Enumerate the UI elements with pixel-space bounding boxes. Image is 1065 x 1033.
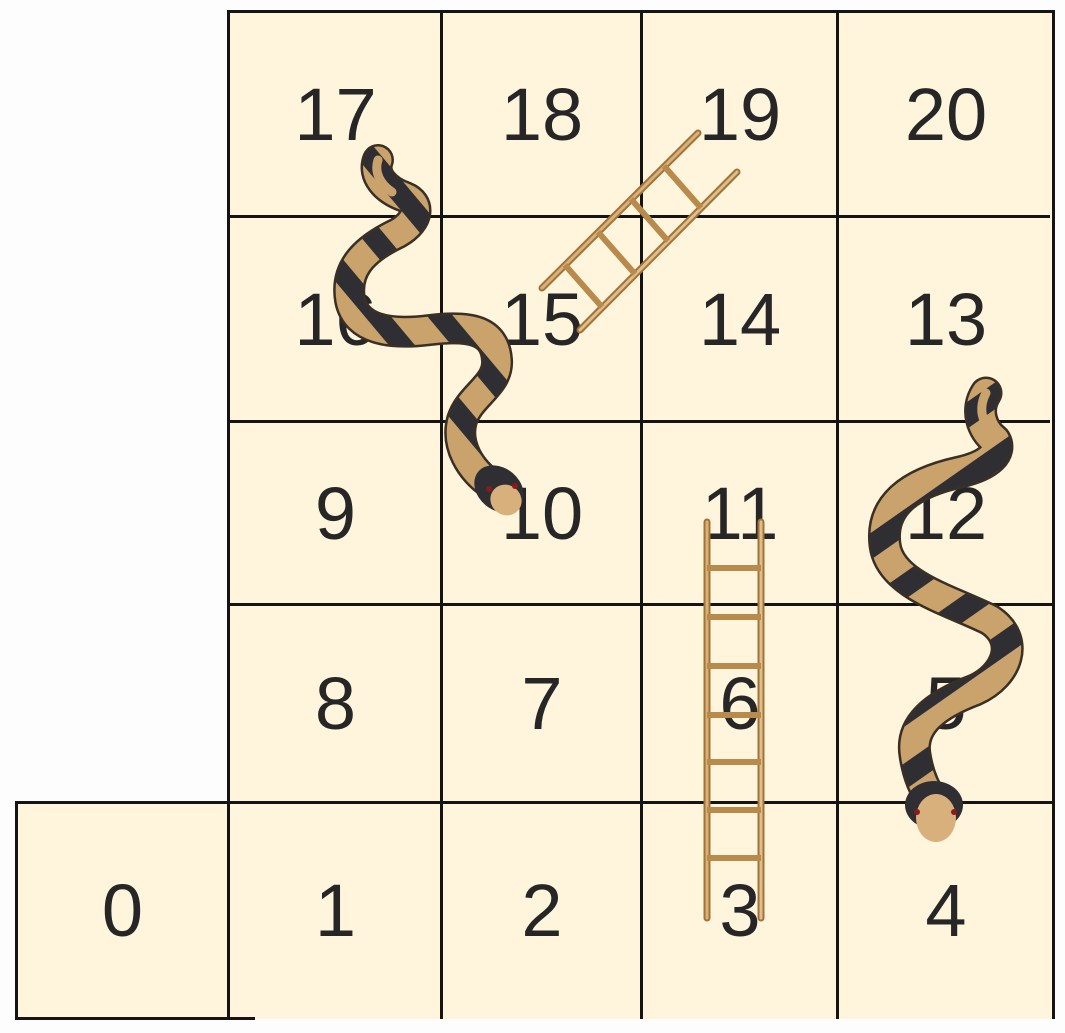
board-cell-0[interactable]: 0 bbox=[16, 803, 229, 1019]
board-cell-7[interactable]: 7 bbox=[442, 605, 642, 803]
board-cell-14[interactable]: 14 bbox=[642, 217, 838, 422]
cell-number: 16 bbox=[294, 277, 377, 361]
board-cell-20[interactable]: 20 bbox=[838, 12, 1054, 217]
board-cell-13[interactable]: 13 bbox=[838, 217, 1054, 422]
cell-number: 19 bbox=[698, 72, 782, 156]
cell-number: 8 bbox=[314, 662, 357, 745]
grid-line bbox=[440, 10, 443, 1019]
board-cell-8[interactable]: 8 bbox=[229, 605, 442, 803]
board-cell-15[interactable]: 15 bbox=[442, 217, 642, 422]
cell-number: 2 bbox=[521, 869, 563, 952]
board-cell-3[interactable]: 3 bbox=[642, 803, 838, 1019]
cell-number: 5 bbox=[925, 662, 967, 745]
board-cell-10[interactable]: 10 bbox=[442, 422, 642, 605]
board-cell-19[interactable]: 19 bbox=[642, 12, 838, 217]
board-cell-4[interactable]: 4 bbox=[838, 803, 1054, 1019]
board-cell-11[interactable]: 11 bbox=[642, 422, 838, 605]
grid-line bbox=[1052, 10, 1055, 1019]
grid-line bbox=[227, 10, 230, 1020]
grid-line bbox=[640, 10, 643, 1019]
cell-number: 14 bbox=[698, 277, 782, 361]
board-cell-5[interactable]: 5 bbox=[838, 605, 1054, 803]
board-cell-6[interactable]: 6 bbox=[642, 605, 838, 803]
grid-line bbox=[15, 801, 1055, 804]
board-cell-1[interactable]: 1 bbox=[229, 803, 442, 1019]
cell-number: 12 bbox=[904, 471, 988, 555]
grid-line bbox=[228, 215, 1050, 218]
cell-number: 4 bbox=[925, 869, 967, 952]
board-cell-16[interactable]: 16 bbox=[229, 217, 442, 422]
cell-number: 3 bbox=[719, 869, 761, 952]
cell-number: 1 bbox=[314, 869, 357, 952]
cell-number: 13 bbox=[904, 277, 988, 361]
board-cell-18[interactable]: 18 bbox=[442, 12, 642, 217]
cell-number: 18 bbox=[500, 72, 584, 156]
cell-number: 15 bbox=[500, 277, 584, 361]
grid-line bbox=[15, 1017, 255, 1020]
board-cell-9[interactable]: 9 bbox=[229, 422, 442, 605]
grid-line bbox=[836, 10, 839, 1019]
cell-number: 11 bbox=[701, 471, 779, 555]
grid-line bbox=[15, 801, 18, 1020]
cell-number: 10 bbox=[500, 471, 584, 555]
cell-number: 7 bbox=[521, 662, 563, 745]
grid-line bbox=[228, 420, 1050, 423]
cell-number: 9 bbox=[314, 471, 357, 555]
board-cell-17[interactable]: 17 bbox=[229, 12, 442, 217]
cell-number: 17 bbox=[294, 72, 377, 156]
cell-number: 20 bbox=[904, 72, 988, 156]
board-cell-2[interactable]: 2 bbox=[442, 803, 642, 1019]
cell-number: 6 bbox=[719, 662, 761, 745]
board-cell-12[interactable]: 12 bbox=[838, 422, 1054, 605]
cell-number: 0 bbox=[101, 869, 144, 952]
